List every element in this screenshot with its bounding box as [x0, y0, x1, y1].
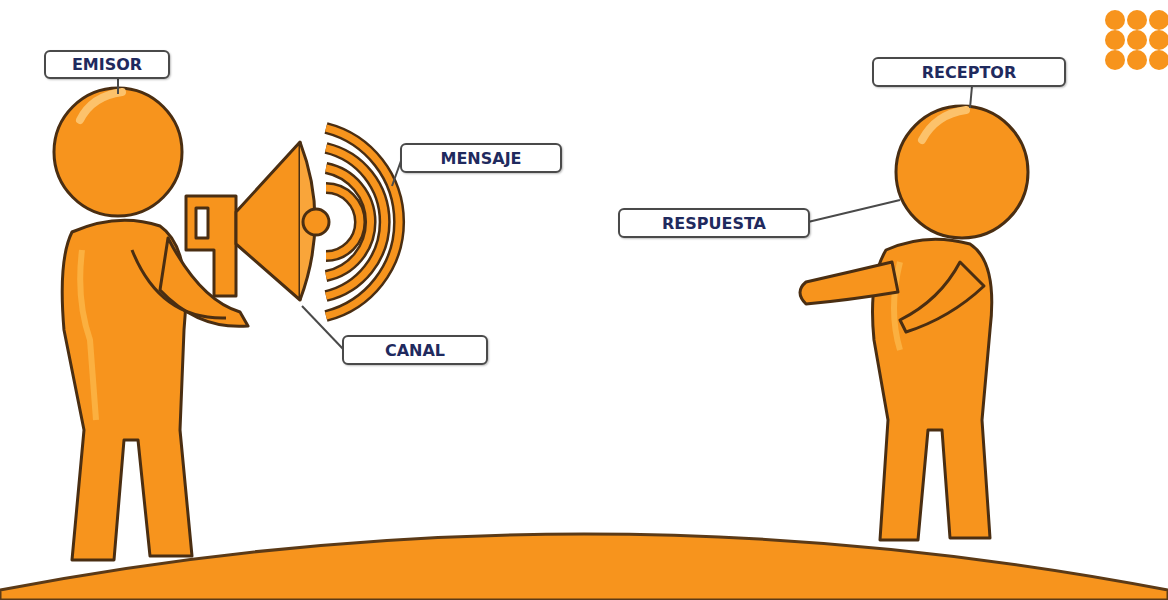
label-text: CANAL: [385, 341, 445, 360]
label-text: RESPUESTA: [662, 214, 766, 233]
logo-dots: [1105, 10, 1168, 70]
receptor-figure: [800, 106, 1028, 540]
sound-waves-fill: [326, 128, 399, 316]
label-box: EMISOR: [44, 50, 170, 79]
label-box: MENSAJE: [400, 143, 562, 173]
label-text: RECEPTOR: [922, 63, 1016, 82]
label-text: EMISOR: [72, 55, 142, 74]
label-box: CANAL: [342, 335, 488, 365]
sound-waves: [326, 128, 399, 316]
leader-lines: [118, 78, 972, 350]
label-box: RECEPTOR: [872, 57, 1066, 87]
emisor-figure: [54, 88, 329, 560]
label-box: RESPUESTA: [618, 208, 810, 238]
label-text: MENSAJE: [440, 149, 521, 168]
